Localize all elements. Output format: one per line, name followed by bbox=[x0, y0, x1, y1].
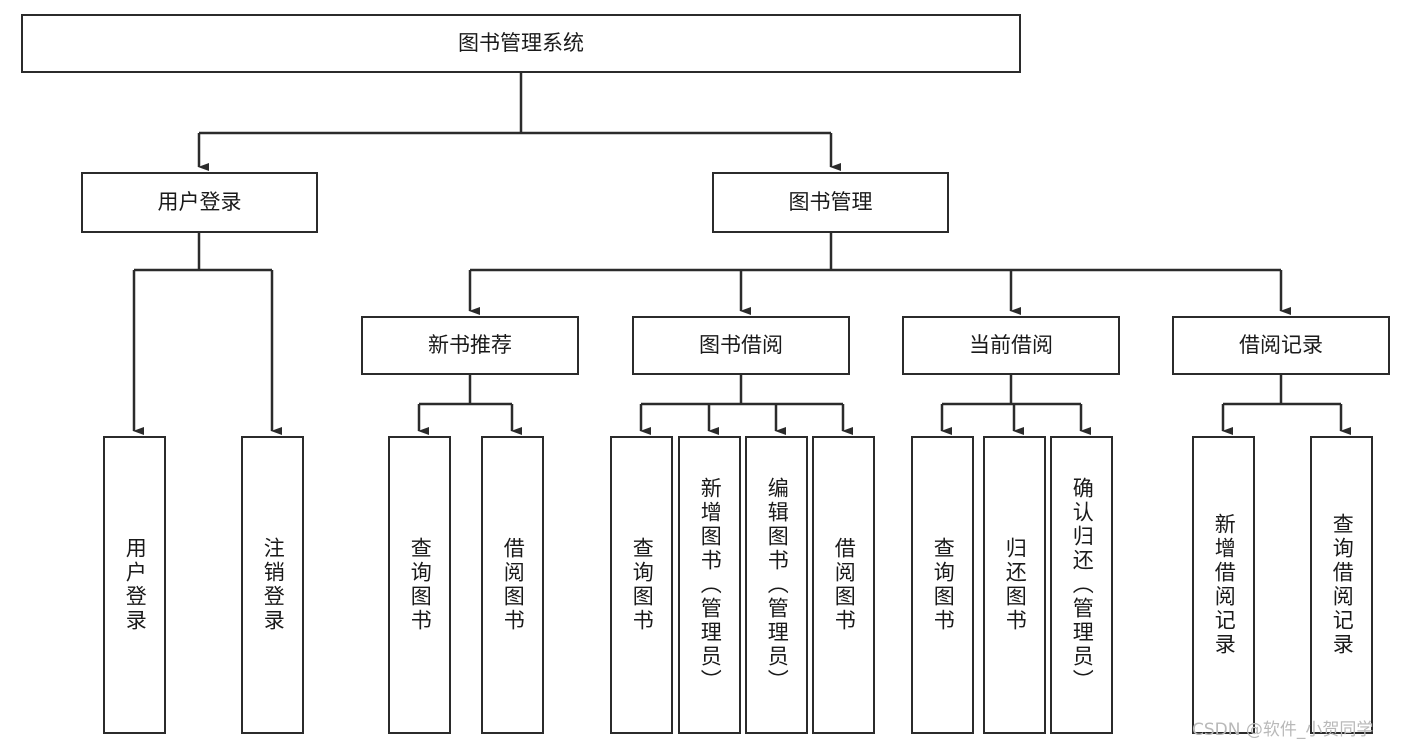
leaf-borrow-book-2-label: 借阅图书 bbox=[832, 537, 857, 633]
node-current-borrow[interactable]: 当前借阅 bbox=[902, 316, 1120, 375]
leaf-user-login[interactable]: 用户登录 bbox=[103, 436, 166, 734]
node-book-management-label: 图书管理 bbox=[788, 189, 873, 214]
leaf-borrow-book-2[interactable]: 借阅图书 bbox=[812, 436, 875, 734]
leaf-user-login-label: 用户登录 bbox=[123, 537, 148, 633]
leaf-return-book[interactable]: 归还图书 bbox=[983, 436, 1046, 734]
leaf-query-book-3-label: 查询图书 bbox=[931, 537, 956, 633]
node-new-book-recommend-label: 新书推荐 bbox=[428, 332, 512, 357]
node-current-borrow-label: 当前借阅 bbox=[969, 332, 1053, 357]
leaf-query-book-1-label: 查询图书 bbox=[408, 537, 433, 633]
node-user-login-label: 用户登录 bbox=[157, 189, 242, 214]
leaf-logout[interactable]: 注销登录 bbox=[241, 436, 304, 734]
node-borrow-records-label: 借阅记录 bbox=[1239, 332, 1323, 357]
node-title[interactable]: 图书管理系统 bbox=[21, 14, 1021, 73]
leaf-borrow-book-1-label: 借阅图书 bbox=[501, 537, 526, 633]
leaf-confirm-return-admin-label: 确认归还（管理员） bbox=[1070, 477, 1095, 693]
leaf-add-book-admin[interactable]: 新增图书（管理员） bbox=[678, 436, 741, 734]
leaf-borrow-book-1[interactable]: 借阅图书 bbox=[481, 436, 544, 734]
node-user-login[interactable]: 用户登录 bbox=[81, 172, 318, 233]
leaf-query-book-2-label: 查询图书 bbox=[630, 537, 655, 633]
node-book-borrow[interactable]: 图书借阅 bbox=[632, 316, 850, 375]
leaf-query-book-1[interactable]: 查询图书 bbox=[388, 436, 451, 734]
leaf-add-borrow-record[interactable]: 新增借阅记录 bbox=[1192, 436, 1255, 734]
leaf-query-book-2[interactable]: 查询图书 bbox=[610, 436, 673, 734]
leaf-edit-book-admin-label: 编辑图书（管理员） bbox=[765, 477, 790, 693]
leaf-edit-book-admin[interactable]: 编辑图书（管理员） bbox=[745, 436, 808, 734]
leaf-query-book-3[interactable]: 查询图书 bbox=[911, 436, 974, 734]
leaf-add-book-admin-label: 新增图书（管理员） bbox=[698, 477, 723, 693]
node-title-label: 图书管理系统 bbox=[458, 30, 584, 55]
leaf-query-borrow-record[interactable]: 查询借阅记录 bbox=[1310, 436, 1373, 734]
leaf-query-borrow-record-label: 查询借阅记录 bbox=[1330, 513, 1355, 657]
leaf-confirm-return-admin[interactable]: 确认归还（管理员） bbox=[1050, 436, 1113, 734]
leaf-return-book-label: 归还图书 bbox=[1003, 537, 1028, 633]
node-borrow-records[interactable]: 借阅记录 bbox=[1172, 316, 1390, 375]
leaf-logout-label: 注销登录 bbox=[261, 537, 286, 633]
leaf-add-borrow-record-label: 新增借阅记录 bbox=[1212, 513, 1237, 657]
node-book-borrow-label: 图书借阅 bbox=[699, 332, 783, 357]
node-new-book-recommend[interactable]: 新书推荐 bbox=[361, 316, 579, 375]
node-book-management[interactable]: 图书管理 bbox=[712, 172, 949, 233]
